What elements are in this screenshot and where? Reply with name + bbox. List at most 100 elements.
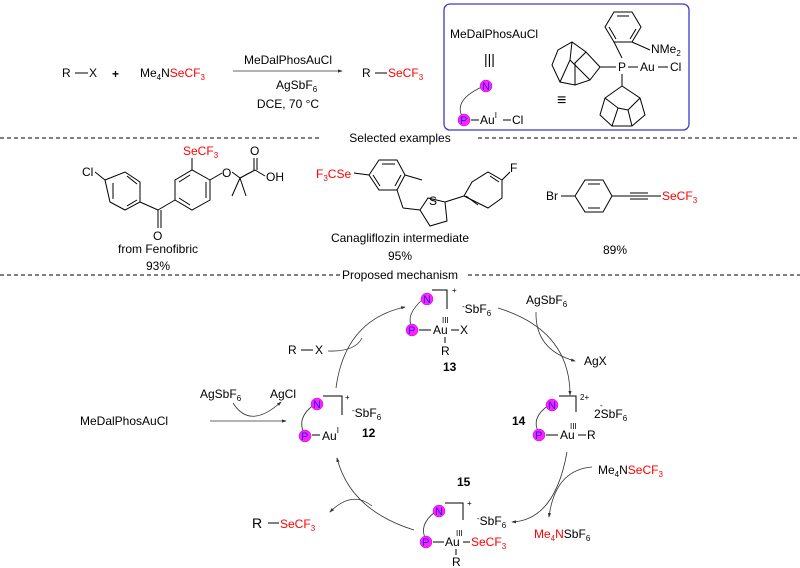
species-label-13: 13 bbox=[443, 360, 457, 374]
arc-15-to-12 bbox=[336, 457, 415, 531]
ether-o-label: O bbox=[222, 166, 231, 180]
n-ligand-icon bbox=[432, 504, 446, 518]
n-label: N bbox=[482, 81, 490, 93]
charge: + bbox=[467, 499, 472, 508]
au-cl-label: AuI bbox=[480, 111, 497, 127]
rx-r: R bbox=[288, 343, 297, 357]
section-proposed-mechanism: Proposed mechanism bbox=[342, 268, 458, 282]
ox-state: III bbox=[442, 316, 449, 325]
n-label: N bbox=[548, 400, 556, 412]
species-12: N P AuI + -SbF6 12 bbox=[298, 393, 382, 443]
species-label-15: 15 bbox=[457, 475, 471, 489]
charge-bracket bbox=[323, 395, 343, 415]
carbonyl-o-label: O bbox=[250, 144, 259, 158]
secf3-label: SeCF3 bbox=[183, 144, 219, 160]
medalphos-structure: NMe2 P Au Cl bbox=[551, 11, 681, 127]
n-ligand-icon bbox=[420, 292, 434, 306]
counterion: 2SbF6 bbox=[594, 407, 628, 423]
charge: 2+ bbox=[580, 393, 589, 402]
agx-product: AgX bbox=[584, 354, 607, 368]
fluorophenyl-ring bbox=[463, 171, 503, 209]
thiophene-ring bbox=[419, 197, 448, 227]
plus-sign: + bbox=[112, 67, 119, 81]
p-ligand-icon bbox=[298, 429, 312, 443]
section-selected-examples: Selected examples bbox=[349, 131, 450, 145]
me4nsecf3-reagent: Me4NSeCF3 bbox=[598, 463, 663, 479]
p-label: P bbox=[408, 325, 415, 337]
o-label: O bbox=[153, 229, 162, 243]
r-label: R bbox=[587, 428, 596, 442]
x-label: X bbox=[89, 66, 97, 80]
n-label: N bbox=[313, 399, 321, 411]
n-label: N bbox=[435, 506, 443, 518]
adamantyl-left bbox=[551, 41, 601, 86]
example-2-name: Canagliflozin intermediate bbox=[331, 231, 469, 245]
example-3-yield: 89% bbox=[603, 243, 627, 257]
charge: + bbox=[345, 393, 350, 402]
r-label: R bbox=[452, 555, 461, 568]
mech-start-catalyst: MeDalPhosAuCl bbox=[80, 414, 168, 428]
p-ligand-icon bbox=[405, 323, 419, 337]
p-label: P bbox=[422, 537, 429, 549]
agx-arrow bbox=[535, 311, 576, 362]
counterion: -SbF6 bbox=[462, 302, 492, 318]
au-label: Au bbox=[445, 535, 460, 549]
mech-product-secf3: SeCF3 bbox=[280, 517, 316, 533]
me4nsbf6-arrow bbox=[547, 466, 593, 518]
au-label: Au bbox=[433, 323, 448, 337]
au-label: AuI bbox=[322, 426, 339, 443]
au-atom: Au bbox=[640, 60, 655, 74]
agsbf6-reagent: AgSbF6 bbox=[526, 293, 568, 309]
p-ligand-icon bbox=[457, 113, 471, 127]
n-ligand-icon bbox=[310, 397, 324, 411]
x-label: X bbox=[460, 323, 468, 337]
species-15: N P Au III SeCF3 R + -SbF6 15 bbox=[419, 475, 507, 568]
me4nsbf6-byproduct: Me4NSbF6 bbox=[534, 527, 591, 543]
ox-state: III bbox=[456, 529, 463, 538]
reagent-me4nsecf3: Me4NSeCF3 bbox=[140, 66, 205, 82]
example-bromophenyl-alkyne: Br SeCF3 89% bbox=[546, 179, 698, 257]
arc-13-to-14 bbox=[497, 307, 572, 396]
charge-bracket bbox=[432, 289, 448, 309]
n-ligand-icon bbox=[479, 79, 493, 93]
example-1-yield: 93% bbox=[146, 259, 170, 273]
equivalence-symbol: ≡ bbox=[557, 92, 566, 109]
example-1-name: from Fenofibric bbox=[118, 242, 198, 256]
species-label-12: 12 bbox=[362, 426, 376, 440]
charge: + bbox=[452, 286, 457, 295]
catalyst-box-name: MeDalPhosAuCl bbox=[450, 27, 538, 41]
secf3-label: SeCF3 bbox=[662, 189, 698, 205]
p-ligand-icon bbox=[419, 535, 433, 549]
f3cse-label: F3CSe bbox=[316, 167, 351, 183]
au-label: Au bbox=[560, 428, 575, 442]
p-ligand-icon bbox=[532, 428, 546, 442]
f-label: F bbox=[510, 161, 517, 175]
cl-label: Cl bbox=[512, 113, 523, 127]
ox-state: III bbox=[570, 422, 577, 431]
catalyst-definition-box bbox=[443, 3, 690, 131]
r-label: R bbox=[62, 66, 71, 80]
rx-incoming bbox=[327, 337, 363, 352]
p-label: P bbox=[301, 431, 308, 443]
charge-bracket bbox=[559, 395, 577, 412]
mech-product: R bbox=[252, 515, 262, 531]
rx-x: X bbox=[315, 343, 323, 357]
counterion: -SbF6 bbox=[477, 514, 507, 530]
equivalence-symbol-vertical: ||| bbox=[484, 51, 495, 67]
bromophenyl-ring bbox=[574, 179, 613, 213]
adamantyl-bottom bbox=[599, 85, 646, 127]
example-fenofibric: Cl O SeCF3 O O OH from Fenofibric 93% bbox=[82, 144, 284, 273]
species-14: N P Au III R 2+ 2SbF6 - 14 bbox=[512, 393, 628, 442]
charge-bracket bbox=[445, 502, 464, 520]
p-label: P bbox=[460, 115, 467, 127]
br-label: Br bbox=[546, 189, 558, 203]
product-release-arrow bbox=[329, 498, 373, 513]
example-2-yield: 95% bbox=[388, 249, 412, 263]
additive-label: AgSbF6 bbox=[276, 78, 318, 94]
product-rsecf3: R SeCF3 bbox=[362, 66, 424, 82]
chlorophenyl-ring bbox=[104, 171, 141, 211]
arc-12-to-13 bbox=[335, 306, 406, 389]
p-atom: P bbox=[618, 60, 626, 74]
n-ligand-icon bbox=[545, 398, 559, 412]
